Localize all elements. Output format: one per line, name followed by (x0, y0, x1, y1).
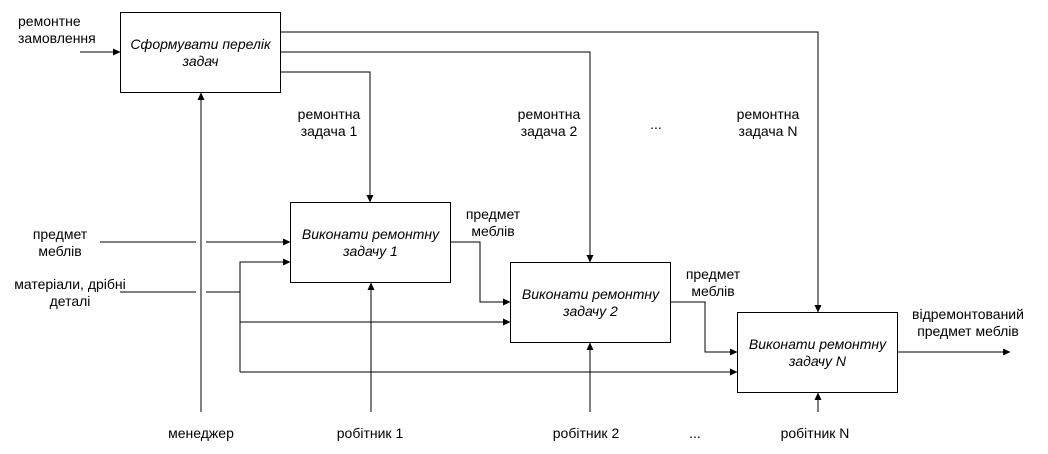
arrow-materials-trunk (120, 291, 241, 372)
label-manager: менеджер (168, 425, 234, 441)
label-worker-n: робітник N (780, 425, 850, 441)
label-repair-task-1: ремонтна задача 1 (297, 106, 361, 139)
label-workers-ellipsis: ... (689, 425, 701, 441)
label-item-after-task-1: предмет меблів (465, 206, 521, 239)
label-item-after-task-2: предмет меблів (685, 266, 741, 299)
arrow-repair-task-2 (280, 51, 594, 263)
label-repair-order: ремонтне замовлення (18, 13, 96, 46)
activity-repair-task-n: Виконати ремонтну задачу N (737, 312, 898, 393)
label-materials: матеріали, дрібні деталі (14, 276, 126, 309)
arrow-item-task1-to-task2 (450, 241, 511, 306)
label-repair-task-n: ремонтна задача N (736, 106, 800, 139)
label-repair-task-2: ремонтна задача 2 (517, 106, 581, 139)
label-repaired-item: відремонтований предмет меблів (912, 306, 1024, 339)
label-furniture-item: предмет меблів (32, 226, 88, 259)
activity-repair-task-1: Виконати ремонтну задачу 1 (290, 202, 451, 283)
arrow-materials-to-task1 (239, 258, 291, 292)
label-worker-2: робітник 2 (552, 425, 620, 441)
arrow-repair-task-n (280, 31, 822, 313)
activity-form-task-list: Сформувати перелік задач (120, 12, 281, 93)
label-worker-1: робітник 1 (336, 425, 404, 441)
label-tasks-ellipsis: ... (650, 116, 662, 132)
arrow-item-task2-to-taskn (670, 301, 738, 356)
activity-repair-task-2: Виконати ремонтну задачу 2 (510, 262, 671, 343)
arrow-repair-task-1 (280, 71, 374, 203)
